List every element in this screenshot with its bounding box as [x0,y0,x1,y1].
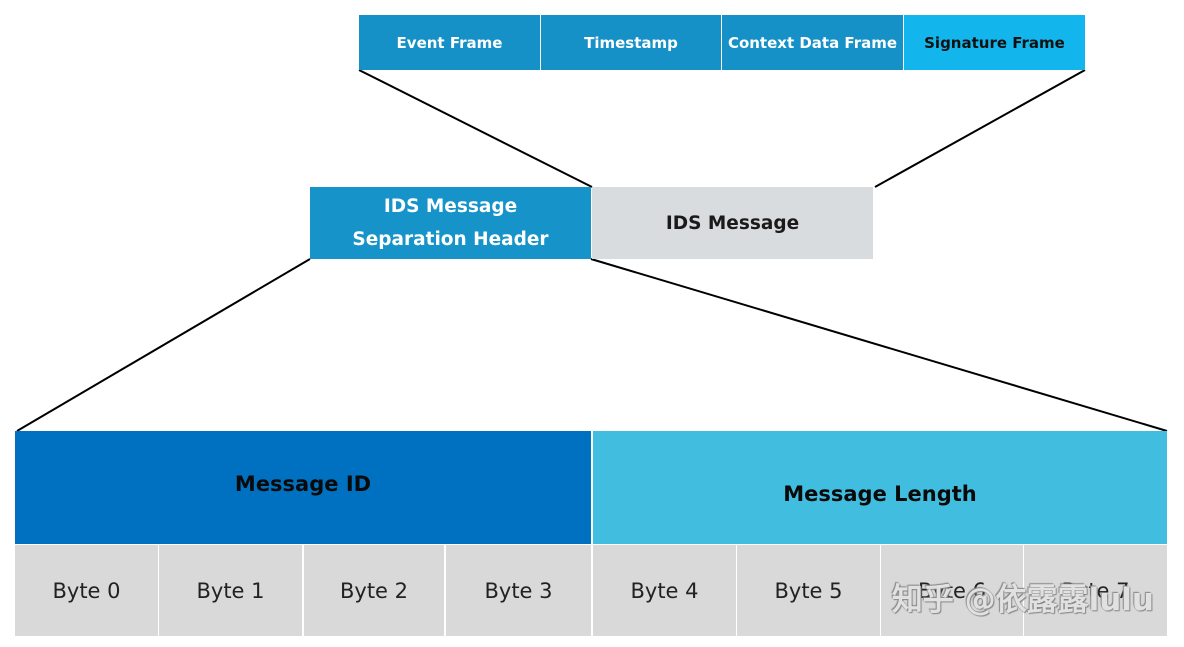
ids-message-box: IDS Message [592,187,873,259]
byte-1-cell: Byte 1 [159,545,302,636]
byte-7-cell: Byte 7 [1024,545,1167,636]
message-id-field: Message ID [15,431,591,544]
byte-5-cell: Byte 5 [737,545,880,636]
context-data-frame-box: Context Data Frame [722,15,903,70]
ids-message-separation-header-box: IDS Message Separation Header [310,187,591,259]
byte-4-cell: Byte 4 [593,545,736,636]
separation-header-line2: Separation Header [352,229,549,250]
watermark: 知乎 @依露露lulu [891,582,1154,618]
message-length-field: Message Length [593,431,1167,544]
byte-0-cell: Byte 0 [15,545,158,636]
event-frame-box: Event Frame [359,15,540,70]
byte-3-cell: Byte 3 [446,545,591,636]
timestamp-box: Timestamp [541,15,721,70]
byte-6-cell: Byte 6 [881,545,1023,636]
connector-top-left [358,69,593,188]
signature-frame-box: Signature Frame [904,15,1085,70]
connector-bottom-right [590,258,1168,432]
byte-2-cell: Byte 2 [304,545,444,636]
separation-header-line1: IDS Message [383,196,518,217]
connector-top-right [874,69,1086,188]
connector-bottom-left [16,258,311,432]
